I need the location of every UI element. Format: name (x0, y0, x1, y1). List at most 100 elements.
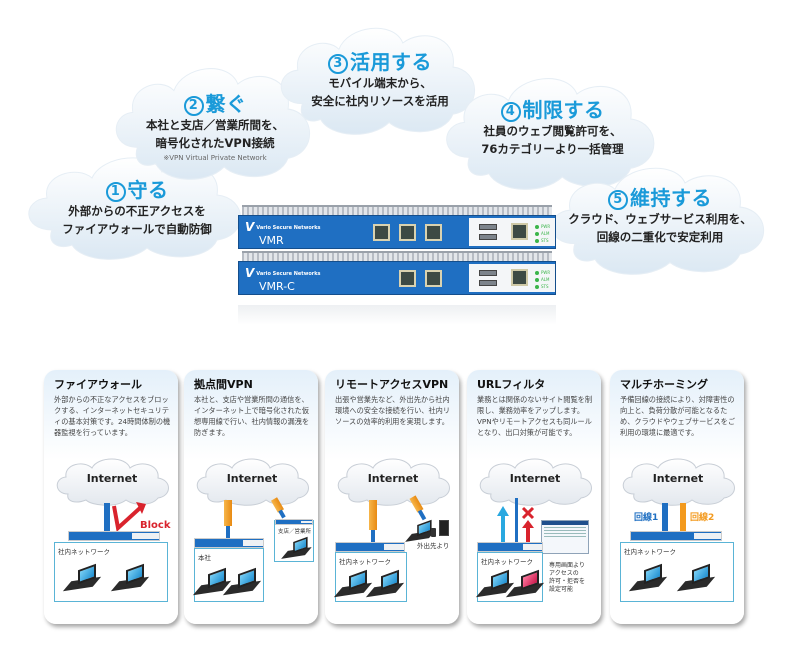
cloud-line: ファイアウォールで自動防御 (62, 222, 212, 236)
cloud-line: 暗号化されたVPN接続 (155, 136, 275, 150)
blue-line-icon (417, 509, 427, 521)
console-port-icon (511, 223, 528, 240)
usb-port-icon (479, 270, 497, 276)
console-port-icon (511, 269, 528, 286)
feature-card-site-vpn: 拠点間VPN 本社と、支店や営業所間の通信を、インターネット上で暗号化された仮想… (184, 370, 318, 624)
laptop-icon (110, 563, 150, 592)
vpn-tunnel-icon (369, 500, 377, 530)
cloud-shape (551, 167, 765, 275)
card-description: 業務とは関係のないサイト閲覧を制限し、業務効率をアップします。VPNやリモートア… (477, 395, 593, 437)
cloud-line: 回線の二重化で安定利用 (596, 230, 724, 244)
feature-card-multihoming: マルチホーミング 予備回線の接続により、対障害性の向上と、負荷分散が可能となるた… (610, 370, 744, 624)
laptop-icon (676, 563, 716, 592)
internet-cloud-icon: Internet (477, 456, 593, 506)
lan-label: 社内ネットワーク (481, 558, 533, 566)
laptop-icon (281, 536, 312, 559)
led-label: STS (541, 238, 549, 243)
internet-cloud-icon: Internet (194, 456, 310, 506)
vent-fins (242, 205, 552, 215)
internet-cloud-icon: Internet (335, 456, 451, 506)
cloud-shape (28, 157, 242, 260)
led-label: ALM (541, 277, 550, 282)
cloud-shape (280, 27, 476, 135)
led-icon (535, 285, 539, 289)
card-title: リモートアクセスVPN (335, 378, 449, 391)
card-description: 外部からの不正なアクセスをブロックする、インターネットセキュリティの基本対策です… (54, 395, 171, 437)
card-title: 拠点間VPN (194, 378, 253, 391)
block-arrow-icon (112, 502, 146, 532)
led-icon (535, 278, 539, 282)
lan-box: 社内ネットワーク (475, 552, 545, 602)
led-label: STS (541, 284, 549, 289)
feature-card-url-filter: URLフィルタ 業務とは関係のないサイト閲覧を制限し、業務効率をアップします。V… (467, 370, 601, 624)
feature-card-remote-vpn: リモートアクセスVPN 出張や営業先など、外出先から社内環境への安全な接続を行い… (325, 370, 459, 624)
internet-cloud-icon: Internet (620, 456, 736, 506)
lan-label: 社内ネットワーク (58, 548, 110, 556)
lan-box: 社内ネットワーク (333, 552, 407, 602)
mini-device-icon (68, 531, 160, 541)
cloud-line: クラウド、ウェブサービス利用を、 (568, 212, 752, 226)
led-label: ALM (541, 231, 550, 236)
block-label: Block (140, 520, 171, 531)
card-title: ファイアウォール (54, 378, 142, 391)
ethernet-port-icon (425, 270, 442, 287)
lan-label: 本社 (198, 554, 211, 562)
branch-box: 支店／営業所 (274, 519, 314, 562)
line2-label: 回線2 (690, 513, 715, 523)
card-description: 出張や営業先など、外出先から社内環境への安全な接続を行い、社内リソースの効率的利… (335, 395, 451, 426)
device-reflection (238, 305, 556, 325)
internet-label: Internet (226, 472, 278, 485)
laptop-icon (62, 563, 102, 592)
cloud-line: 本社と支店／営業所間を、 (146, 118, 284, 132)
mini-device-icon (477, 542, 543, 552)
laptop-icon (628, 563, 668, 592)
led-icon (535, 239, 539, 243)
remote-label: 外出先より (417, 542, 450, 550)
screen-note: 専用画面より アクセスの 許可・拒否を 設定可能 (549, 562, 586, 593)
lan-box: 本社 (192, 548, 264, 602)
cloud-line: 安全に社内リソースを活用 (311, 94, 449, 108)
blue-line-icon (226, 526, 230, 538)
card-description: 予備回線の接続により、対障害性の向上と、負荷分散が可能となるため、クラウドやウェ… (620, 395, 736, 437)
tablet-icon (439, 520, 449, 536)
lan-box: 社内ネットワーク (620, 542, 734, 602)
usb-port-icon (479, 234, 497, 240)
mini-device-icon (194, 538, 264, 548)
blocked-laptop-icon (505, 569, 545, 598)
mini-device-icon (275, 519, 313, 525)
card-title: マルチホーミング (620, 378, 708, 391)
internet-label: Internet (652, 472, 704, 485)
led-label: PWR (541, 270, 551, 275)
line1-icon (662, 503, 668, 531)
led-icon (535, 232, 539, 236)
ethernet-port-icon (399, 270, 416, 287)
blue-line-icon (278, 509, 286, 519)
feature-card-firewall: ファイアウォール 外部からの不正なアクセスをブロックする、インターネットセキュリ… (44, 370, 178, 624)
ethernet-port-icon (373, 224, 390, 241)
mini-device-icon (630, 531, 722, 541)
cloud-shape (115, 68, 310, 180)
lan-box: 社内ネットワーク (54, 542, 168, 602)
line2-icon (680, 503, 686, 531)
ethernet-port-icon (399, 224, 416, 241)
led-icon (535, 271, 539, 275)
filter-arrows-icon (497, 498, 535, 544)
laptop-icon (222, 567, 262, 596)
cloud-shape (446, 78, 655, 190)
laptop-icon (333, 569, 373, 598)
cloud-line: 76カテゴリーより一括管理 (481, 142, 624, 156)
laptop-icon (365, 569, 405, 598)
usb-port-icon (479, 224, 497, 230)
cloud-line: 外部からの不正アクセスを (68, 204, 206, 218)
internet-cloud-icon: Internet (54, 456, 170, 506)
